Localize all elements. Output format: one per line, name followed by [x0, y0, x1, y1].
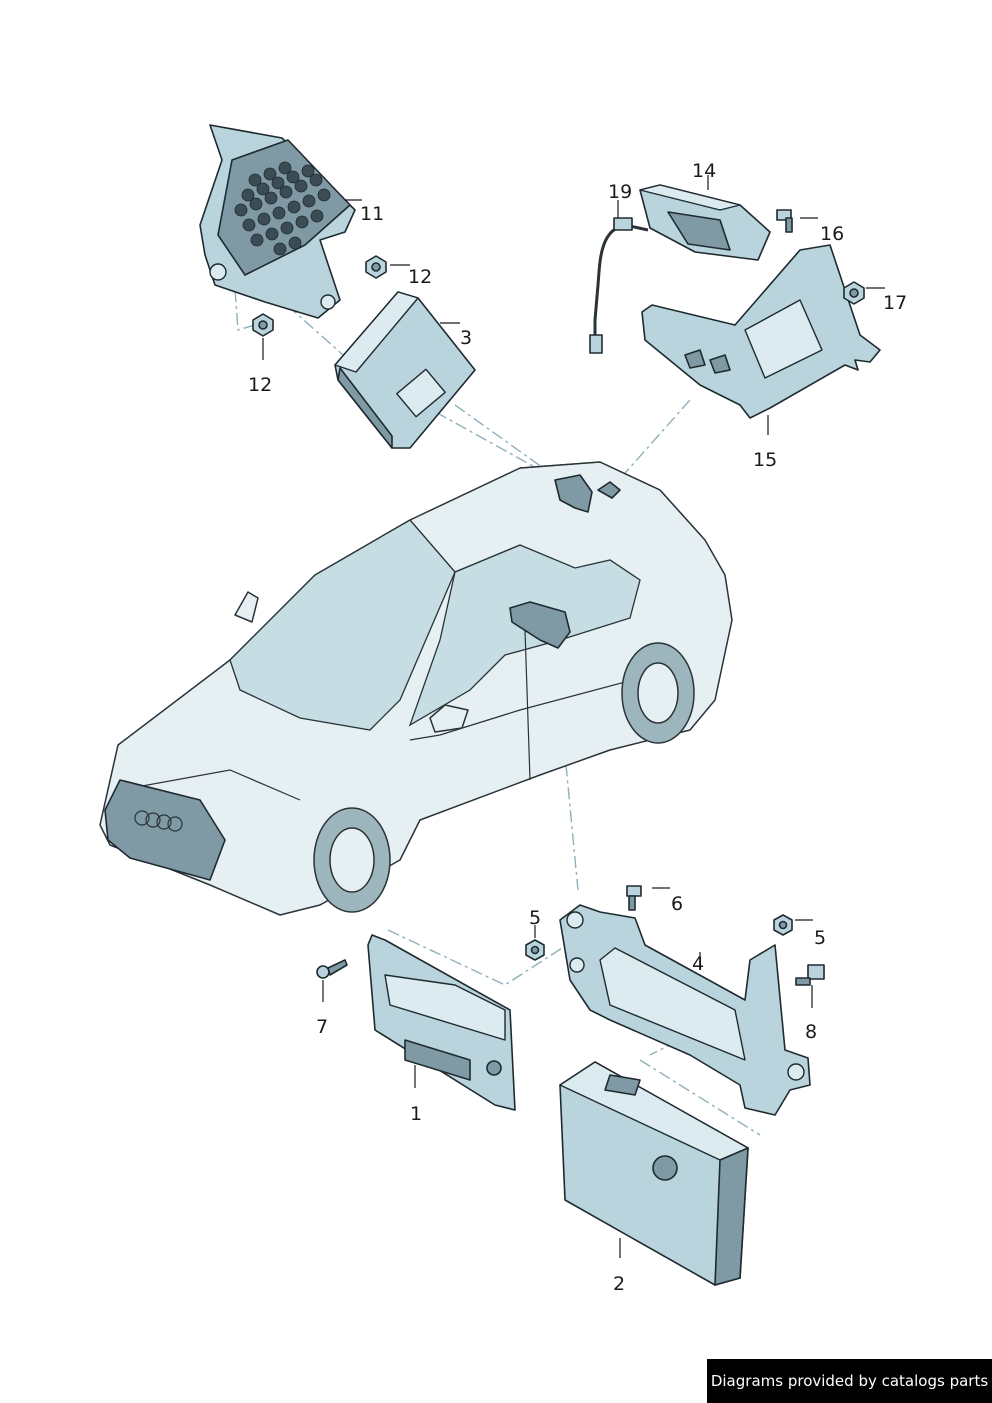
callout-17: 17 — [883, 292, 907, 314]
callout-numbers: 11 12 12 3 14 19 16 17 15 6 5 5 4 7 8 1 … — [248, 160, 907, 1295]
honeycomb-grid — [234, 161, 331, 256]
nut-part-5-right — [773, 914, 793, 936]
callout-8: 8 — [805, 1021, 817, 1043]
nut-part-17 — [843, 281, 865, 305]
callout-14: 14 — [692, 160, 716, 182]
bolt-part-8 — [795, 964, 825, 986]
relay-module-part-1 — [367, 934, 516, 1111]
callout-5-right: 5 — [814, 927, 826, 949]
callout-16: 16 — [820, 223, 844, 245]
nut-part-12-lower — [252, 313, 274, 337]
module-part-14 — [639, 184, 771, 261]
footer-credit-text: Diagrams provided by catalogs parts — [710, 1372, 989, 1390]
screw-part-7 — [316, 959, 348, 979]
callout-1: 1 — [410, 1103, 422, 1125]
control-unit-part-2 — [559, 1061, 749, 1286]
callout-2: 2 — [613, 1273, 625, 1295]
callout-12-lower: 12 — [248, 374, 272, 396]
highlighted-parts-on-car — [509, 474, 621, 649]
cable-part-19 — [589, 217, 649, 354]
nut-part-5-left — [525, 939, 545, 961]
callout-11: 11 — [360, 203, 384, 225]
bracket-part-15 — [641, 244, 881, 419]
antenna-module-part-11 — [199, 124, 356, 319]
leader-lines — [262, 175, 885, 1258]
car-illustration — [99, 461, 733, 916]
callout-15: 15 — [753, 449, 777, 471]
control-unit-part-3 — [334, 291, 476, 449]
screw-part-6 — [626, 885, 642, 911]
diagram-credit-banner: Diagrams provided by catalogs parts — [707, 1359, 992, 1403]
callout-19: 19 — [608, 181, 632, 203]
callout-3: 3 — [460, 327, 472, 349]
callout-4: 4 — [692, 953, 704, 975]
callout-5-left: 5 — [529, 907, 541, 929]
callout-12-upper: 12 — [408, 266, 432, 288]
callout-6: 6 — [671, 893, 683, 915]
screw-part-16 — [776, 209, 793, 233]
bracket-part-4 — [559, 904, 811, 1116]
callout-7: 7 — [316, 1016, 328, 1038]
front-grille-rings — [134, 810, 183, 832]
nut-part-12-upper — [365, 255, 387, 279]
